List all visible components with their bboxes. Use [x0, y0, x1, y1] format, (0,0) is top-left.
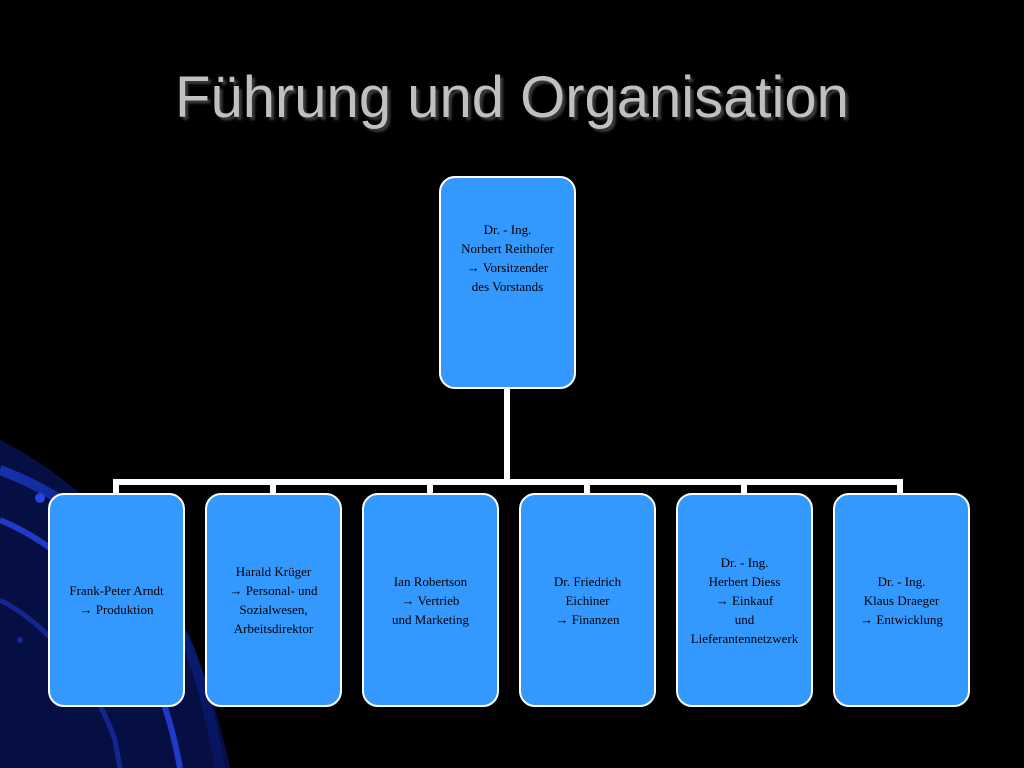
node-text-line: Dr. - Ing. — [483, 221, 532, 237]
node-text-line: Harald Krüger — [235, 564, 312, 579]
node-text-line: Dr. Friedrich — [553, 573, 622, 589]
node-text-line: Norbert Reithofer — [461, 240, 554, 256]
slide-title: Führung und Organisation — [175, 65, 849, 130]
node-text-line: → Personal- und — [229, 583, 318, 598]
node-text-line: Lieferantennetzwerk — [690, 630, 799, 646]
org-node-einkauf: Dr. - Ing. Herbert Diess → Einkauf und L… — [676, 493, 813, 707]
node-text-line: → Vorsitzender — [466, 259, 549, 275]
org-node-chairman: Dr. - Ing. Norbert Reithofer → Vorsitzen… — [439, 176, 576, 389]
node-text-line: → Einkauf — [715, 592, 774, 608]
node-text-line: Arbeitsdirektor — [233, 621, 314, 636]
node-text-line: Dr. - Ing. — [720, 554, 769, 570]
org-node-vertrieb: Ian Robertson → Vertrieb und Marketing — [362, 493, 499, 707]
node-text-line: → Produktion — [79, 602, 154, 617]
node-text-line: → Vertrieb — [401, 592, 460, 608]
node-text-line: Dr. - Ing. — [877, 573, 926, 589]
org-node-finanzen: Dr. Friedrich Eichiner → Finanzen — [519, 493, 656, 707]
node-text-line: → Finanzen — [555, 611, 620, 627]
node-text-line: Herbert Diess — [708, 573, 781, 589]
node-text-line: Frank-Peter Arndt — [69, 583, 164, 598]
org-node-produktion: Frank-Peter Arndt → Produktion — [48, 493, 185, 707]
node-text-line: Ian Robertson — [393, 573, 468, 589]
node-text-line: → Entwicklung — [860, 611, 943, 627]
org-node-entwicklung: Dr. - Ing. Klaus Draeger → Entwicklung — [833, 493, 970, 707]
org-node-personal: Harald Krüger → Personal- und Sozialwese… — [205, 493, 342, 707]
node-text-line: und — [734, 611, 755, 627]
node-text-line: des Vorstands — [471, 278, 544, 294]
node-text-line: Sozialwesen, — [239, 602, 308, 617]
node-text-line: Eichiner — [565, 592, 610, 608]
node-text-line: und Marketing — [392, 611, 469, 627]
node-text-line: Klaus Draeger — [863, 592, 940, 608]
